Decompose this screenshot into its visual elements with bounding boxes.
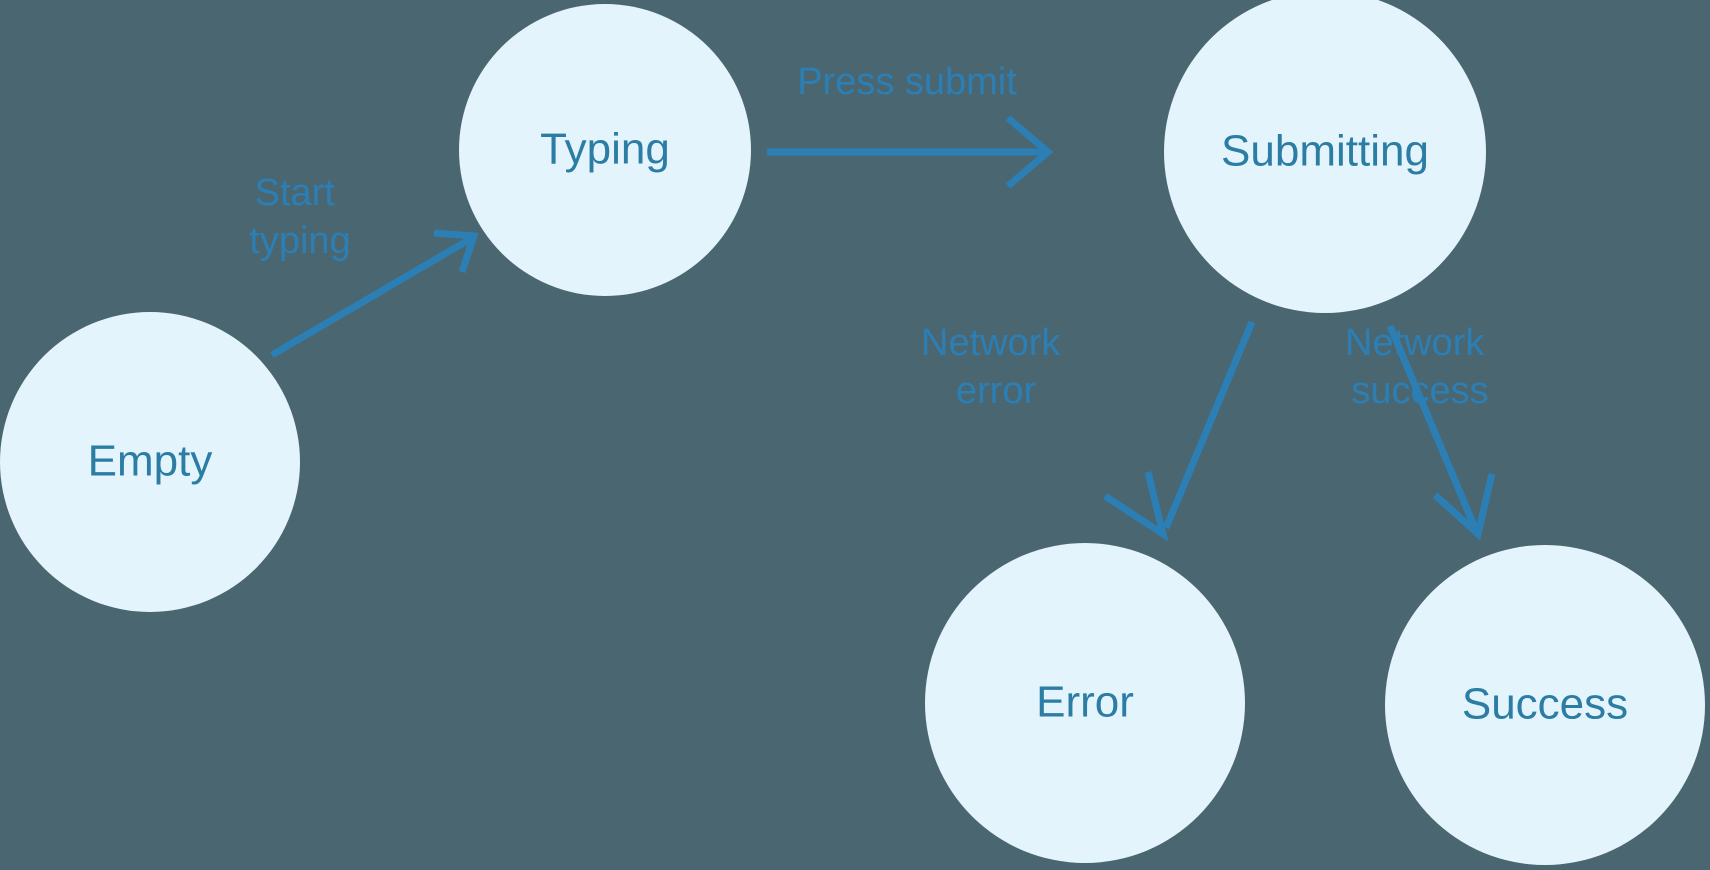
arrowhead-submitting-to-success — [1432, 473, 1496, 541]
edge-line-empty-to-typing — [270, 234, 474, 359]
node-empty[interactable]: Empty — [0, 312, 300, 612]
edge-empty-to-typing[interactable]: Start typing — [249, 172, 479, 359]
edge-label-line: Network — [1345, 322, 1485, 364]
edge-label-line: Press submit — [797, 61, 1017, 103]
edge-line-submitting-to-error — [1162, 320, 1256, 530]
node-label-submitting: Submitting — [1221, 127, 1429, 176]
node-circle-error — [925, 543, 1245, 863]
node-circle-success — [1385, 545, 1705, 865]
edge-typing-to-submitting[interactable]: Press submit — [767, 61, 1054, 189]
node-success[interactable]: Success — [1385, 545, 1705, 865]
edge-submitting-to-error[interactable]: Network error — [921, 320, 1256, 542]
node-label-typing: Typing — [540, 125, 670, 174]
edge-label-empty-to-typing: Start typing — [249, 172, 350, 262]
edge-label-line: success — [1351, 370, 1488, 412]
edge-label-line: typing — [249, 220, 350, 262]
node-label-empty: Empty — [88, 437, 213, 486]
node-submitting[interactable]: Submitting — [1164, 0, 1486, 313]
edge-label-submitting-to-success: Network success — [1345, 322, 1495, 412]
edge-line-submitting-to-success — [1386, 324, 1479, 530]
node-label-success: Success — [1462, 680, 1628, 729]
arrowhead-empty-to-typing — [433, 229, 479, 274]
edge-label-line: Network — [921, 322, 1061, 364]
arrowhead-typing-to-submitting — [1005, 115, 1054, 189]
node-label-error: Error — [1036, 678, 1134, 727]
node-circle-submitting — [1164, 0, 1486, 313]
node-circle-typing — [459, 4, 751, 296]
node-error[interactable]: Error — [925, 543, 1245, 863]
node-typing[interactable]: Typing — [459, 4, 751, 296]
edge-label-line: error — [956, 370, 1037, 412]
edge-label-typing-to-submitting: Press submit — [797, 61, 1017, 103]
edge-label-submitting-to-error: Network error — [921, 322, 1071, 412]
node-circle-empty — [0, 312, 300, 612]
edge-submitting-to-success[interactable]: Network success — [1345, 322, 1496, 541]
edge-label-line: Start — [255, 172, 336, 214]
arrowhead-submitting-to-error — [1103, 471, 1169, 542]
